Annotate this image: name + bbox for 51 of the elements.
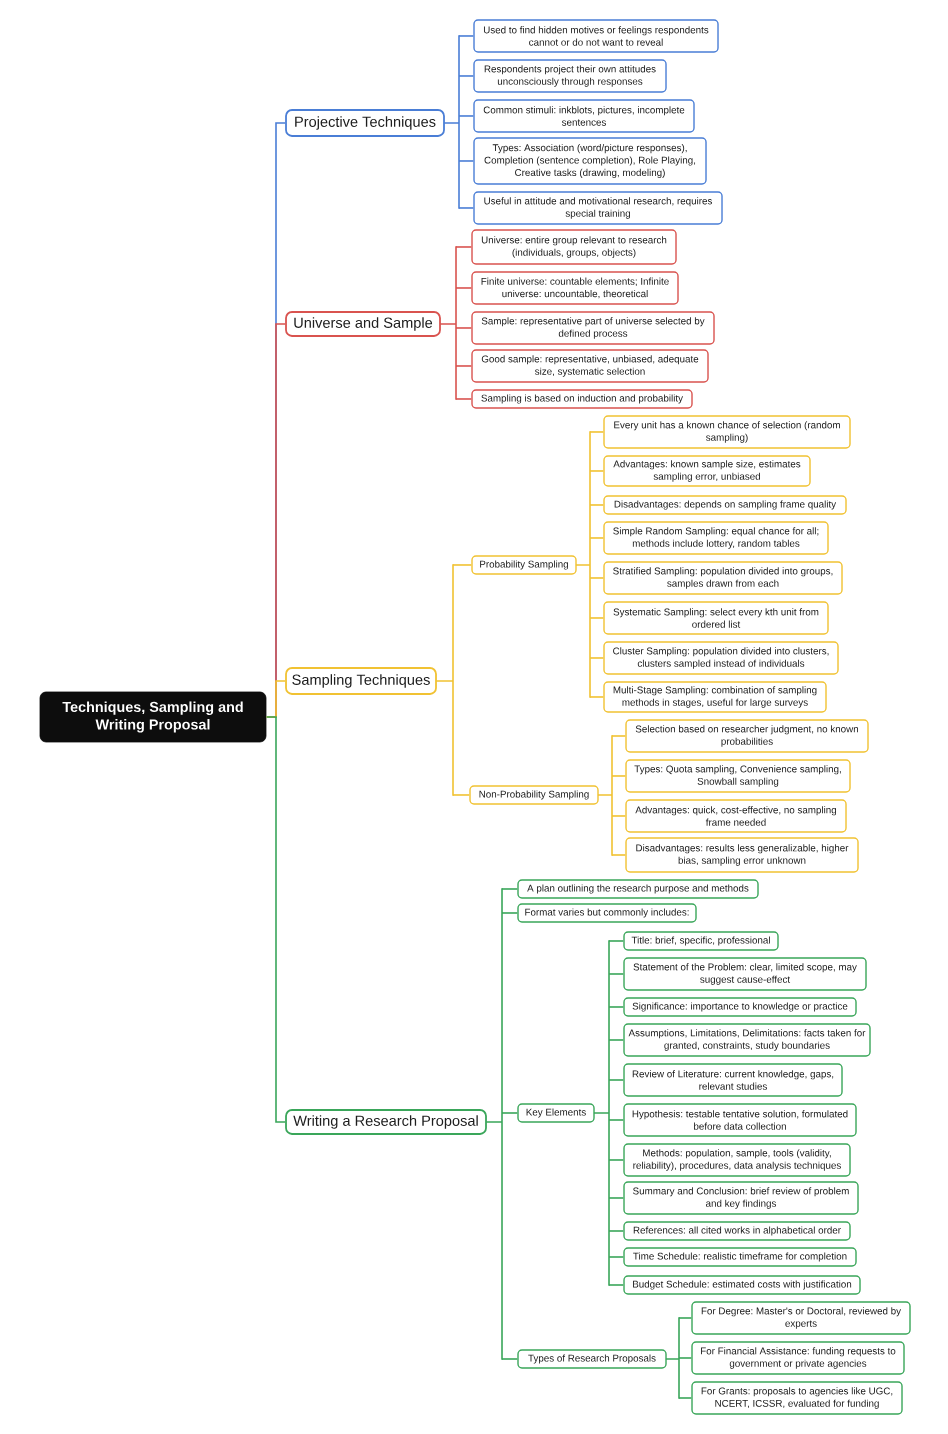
connector-line — [589, 470, 605, 472]
connector-line — [608, 940, 625, 942]
connector-line — [678, 1317, 693, 1319]
connector-line — [608, 1119, 625, 1121]
connector-line — [455, 287, 473, 289]
connector-line — [608, 1230, 625, 1232]
connector-line — [608, 973, 625, 975]
connector-line — [608, 1284, 625, 1286]
connector-trunk — [665, 1317, 680, 1399]
connector-line — [608, 1256, 625, 1258]
connector-trunk — [440, 246, 457, 400]
connector-line — [265, 716, 286, 1123]
connector-line — [608, 1006, 625, 1008]
connector-line — [501, 1358, 519, 1360]
connector-line — [608, 1197, 625, 1199]
connector-line — [611, 775, 627, 777]
connector-line — [458, 75, 475, 77]
connector-trunk — [436, 564, 454, 796]
connector-trunk — [486, 888, 503, 1360]
connector-line — [589, 657, 605, 659]
connector-line — [589, 577, 605, 579]
connector-line — [452, 794, 471, 796]
connector-line — [455, 246, 473, 248]
connector-line — [458, 35, 475, 37]
connector-line — [608, 1159, 625, 1161]
connector-line — [458, 160, 475, 162]
connector-line — [458, 115, 475, 117]
connector-line — [455, 365, 473, 367]
connector-line — [501, 1112, 519, 1114]
connector-line — [501, 912, 519, 914]
connector-line — [611, 854, 627, 856]
connector-line — [452, 564, 473, 566]
connector-line — [608, 1079, 625, 1081]
connector-line — [611, 735, 627, 737]
connector-line — [678, 1397, 693, 1399]
connector-line — [455, 398, 473, 400]
connector-line — [589, 617, 605, 619]
connector-trunk — [575, 431, 591, 698]
connector-line — [589, 504, 605, 506]
connector-line — [608, 1039, 625, 1041]
connector-line — [455, 327, 473, 329]
connector-line — [501, 888, 519, 890]
connector-line — [458, 207, 475, 209]
connector-line — [611, 815, 627, 817]
connector-line — [589, 696, 605, 698]
connector-line — [589, 431, 605, 433]
connector-line — [678, 1357, 693, 1359]
connector-trunk — [597, 735, 613, 856]
connector-trunk — [444, 35, 460, 209]
connector-line — [589, 537, 605, 539]
connector-trunk — [593, 940, 610, 1286]
